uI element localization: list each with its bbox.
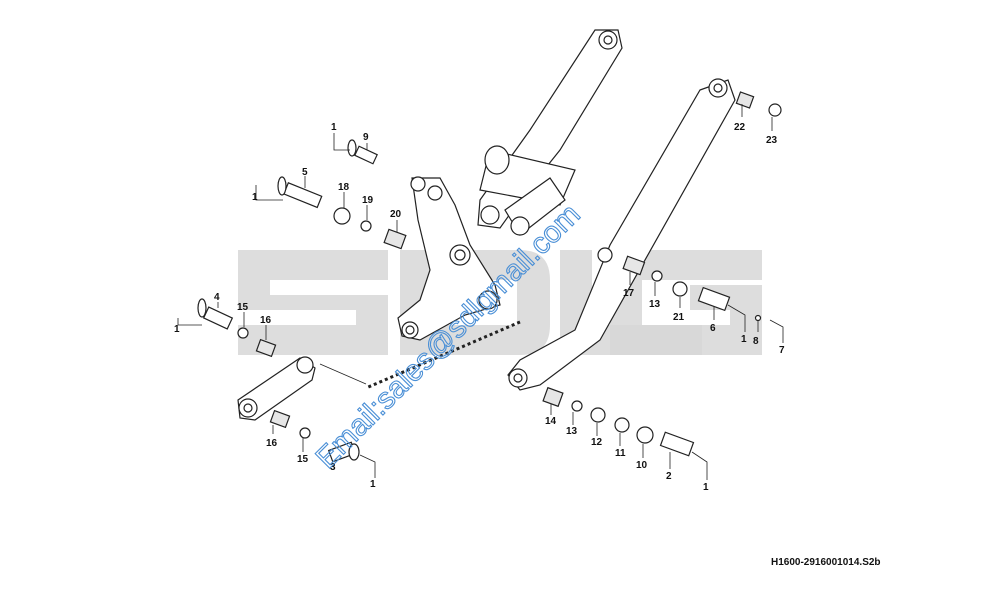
callout-label: 20 [390,209,402,220]
callout-label: 1 [331,122,337,133]
callout-label: 7 [779,345,785,356]
callout-label: 19 [362,195,374,206]
callout-label: 4 [214,292,220,303]
document-code: H1600-2916001014.S2b [771,557,881,568]
washer-12 [590,407,606,423]
ring-10 [636,426,654,444]
callout-label: 13 [649,299,661,310]
callout-label: 13 [566,426,578,437]
callout-label: 1 [703,482,709,493]
callout-label: 16 [266,438,278,449]
callout-label: 14 [545,416,557,427]
bushing-17 [622,255,646,276]
callout-label: 23 [766,135,778,146]
callout-label: 6 [710,323,716,334]
callout-label: 2 [666,471,672,482]
callout-label: 1 [741,334,747,345]
callout-label: 22 [734,122,746,133]
assembly-dotted-line [365,320,521,390]
callout-label: 16 [260,315,272,326]
ring-19 [360,220,372,232]
ring-23 [768,103,782,117]
callout-label: 3 [330,462,336,473]
callout-label: 1 [370,479,376,490]
pin-6 [697,286,731,312]
bushing-16-lower [269,409,291,429]
callout-label: 8 [753,336,759,347]
washer-21 [672,281,688,297]
callout-label: 10 [636,460,648,471]
washer-11 [614,417,630,433]
callout-label: 18 [338,182,350,193]
pin-3 [327,441,360,463]
bolt-8 [754,314,762,322]
ring-13-upper [651,270,663,282]
pin-5 [277,176,323,209]
bushing-14 [542,386,564,408]
washer-15-lower [299,427,311,439]
bushing-16-upper [255,338,277,358]
washer-15-upper [237,327,249,339]
callout-label: 17 [623,288,635,299]
pin-9 [347,139,378,165]
callout-label: 15 [237,302,249,313]
leader-lines [177,104,784,480]
bellcrank [397,176,501,341]
ring-13-lower [571,400,583,412]
callout-label: 21 [673,312,685,323]
washer-18 [333,207,351,225]
callout-labels: 1 9 5 1 18 19 20 4 15 16 1 16 15 3 1 22 … [174,122,785,493]
lift-arm-right [507,78,736,391]
bushing-22 [735,91,755,109]
callout-label: 12 [591,437,603,448]
callout-label: 1 [252,192,258,203]
callout-label: 9 [363,132,369,143]
callout-label: 11 [615,448,626,459]
bushing-20 [383,228,407,250]
pin-2 [659,431,695,457]
callout-label: 15 [297,454,309,465]
callout-label: 5 [302,167,308,178]
cross-tube [479,145,576,236]
pin-4 [197,298,234,330]
tilt-link [237,356,316,421]
callout-label: 1 [174,324,180,335]
